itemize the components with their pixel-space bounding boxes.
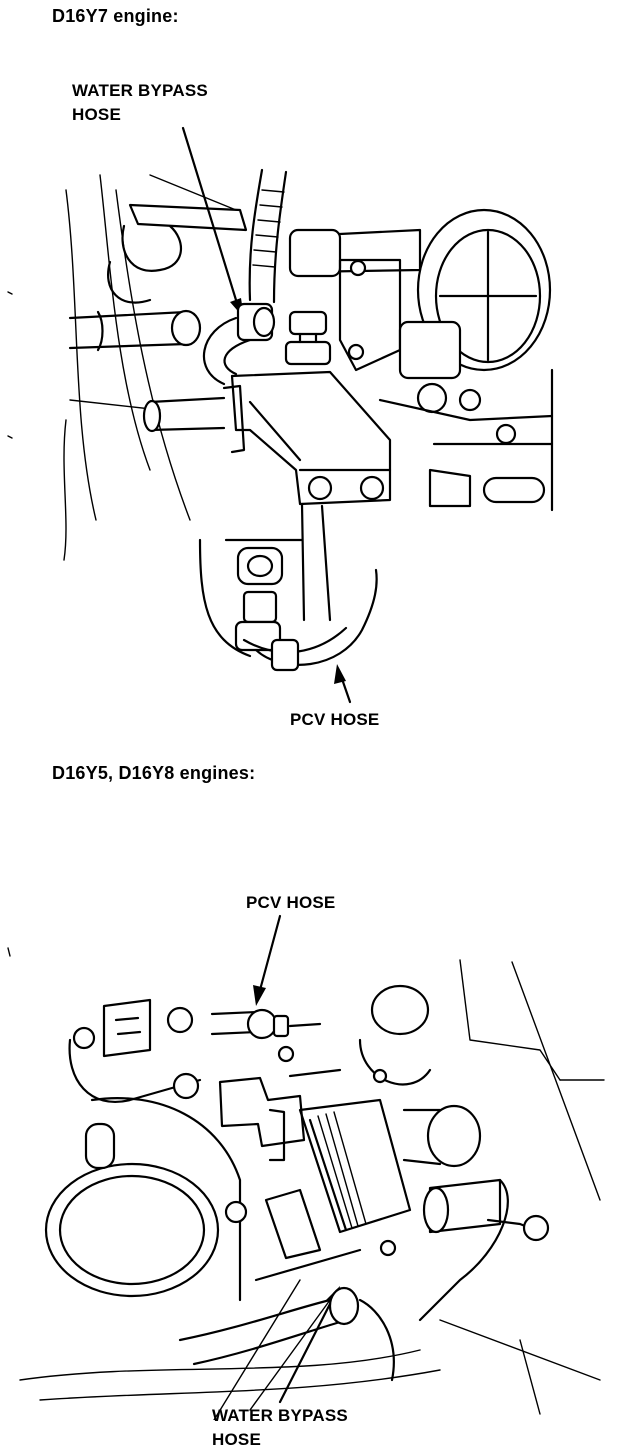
pcv-fitting	[210, 1008, 322, 1063]
heading-d16y7: D16Y7 engine:	[52, 6, 179, 26]
label-pcv-hose: PCV HOSE	[290, 710, 380, 729]
diagram-d16y7-engine	[7, 126, 554, 704]
ribbed-hose	[248, 168, 288, 304]
pcv-hose	[242, 568, 378, 672]
label-water-bypass-hose-bottom-line2: HOSE	[212, 1430, 261, 1449]
right-fittings	[358, 984, 550, 1322]
leader-arrow-water-bypass	[181, 126, 244, 318]
label-water-bypass-hose-line2: HOSE	[72, 105, 121, 124]
upper-bracket	[107, 203, 248, 304]
leader-arrow-pcv	[334, 664, 352, 704]
water-bypass-hose	[202, 302, 276, 386]
throttle-body	[288, 208, 554, 512]
connector-cluster	[284, 310, 332, 366]
throttle-ring	[44, 1072, 248, 1302]
label-water-bypass-hose-line1: WATER BYPASS	[72, 81, 208, 100]
main-bracket	[222, 370, 392, 506]
leader-arrow-pcv-bottom	[253, 914, 282, 1006]
diagram-d16y5-d16y8-engines	[7, 914, 605, 1420]
central-bracket	[218, 1068, 342, 1162]
label-water-bypass-hose-bottom-line1: WATER BYPASS	[212, 1406, 348, 1425]
left-stub	[142, 396, 226, 433]
connector-block	[68, 998, 202, 1103]
valve-body	[254, 1098, 412, 1282]
heading-d16y5-d16y8: D16Y5, D16Y8 engines:	[52, 763, 256, 783]
frame-lines-bottom	[7, 947, 605, 1420]
label-pcv-hose-bottom: PCV HOSE	[246, 893, 336, 912]
lower-housing	[198, 502, 332, 658]
water-bypass-hose-lower	[178, 1286, 395, 1382]
left-pipe	[68, 309, 202, 352]
